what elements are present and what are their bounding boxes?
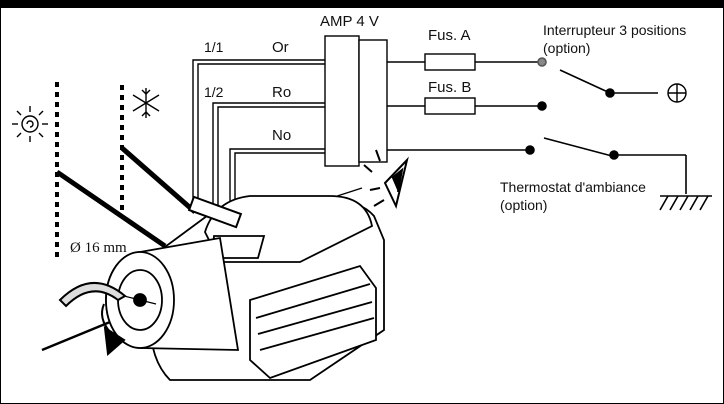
fuse-a: [424, 53, 476, 71]
switch-label-line2: (option): [543, 40, 590, 56]
fuse-b: [424, 97, 476, 115]
wire-number-1-1: 1/1: [204, 39, 224, 55]
wire-color-ro: Ro: [272, 84, 291, 101]
wire-color-no: No: [272, 127, 291, 144]
three-position-switch: [537, 57, 658, 111]
eye-icon: [363, 149, 409, 209]
wire-color-or: Or: [272, 39, 289, 56]
header-band: [0, 0, 724, 8]
diameter-label: Ø 16 mm: [70, 240, 127, 256]
fuse-a-label: Fus. A: [428, 27, 471, 44]
plus-terminal-icon: [667, 83, 687, 103]
hoses: [55, 146, 197, 249]
fuse-b-label: Fus. B: [428, 79, 471, 96]
thermostat-label-line1: Thermostat d'ambiance: [500, 179, 646, 195]
harness-gland: [187, 195, 243, 229]
rotation-arrow-icon: [58, 281, 127, 357]
snowflake-icon: [132, 88, 160, 118]
wire-no: [229, 148, 325, 210]
sun-icon: [12, 106, 48, 142]
connector-label: AMP 4 V: [320, 13, 379, 30]
switch-label-line1: Interrupteur 3 positions: [543, 22, 686, 38]
wire-1-1: [192, 59, 325, 206]
wire-1-2: [212, 102, 325, 212]
shaft-line: [41, 320, 111, 352]
wire-harness: [192, 59, 325, 212]
heater-unit: [105, 195, 385, 381]
ground-icon: [659, 195, 712, 211]
thermostat-switch: [525, 137, 687, 194]
thermostat-label-line2: (option): [500, 197, 547, 213]
wire-number-1-2: 1/2: [204, 84, 224, 100]
amp-connector: [324, 35, 388, 167]
